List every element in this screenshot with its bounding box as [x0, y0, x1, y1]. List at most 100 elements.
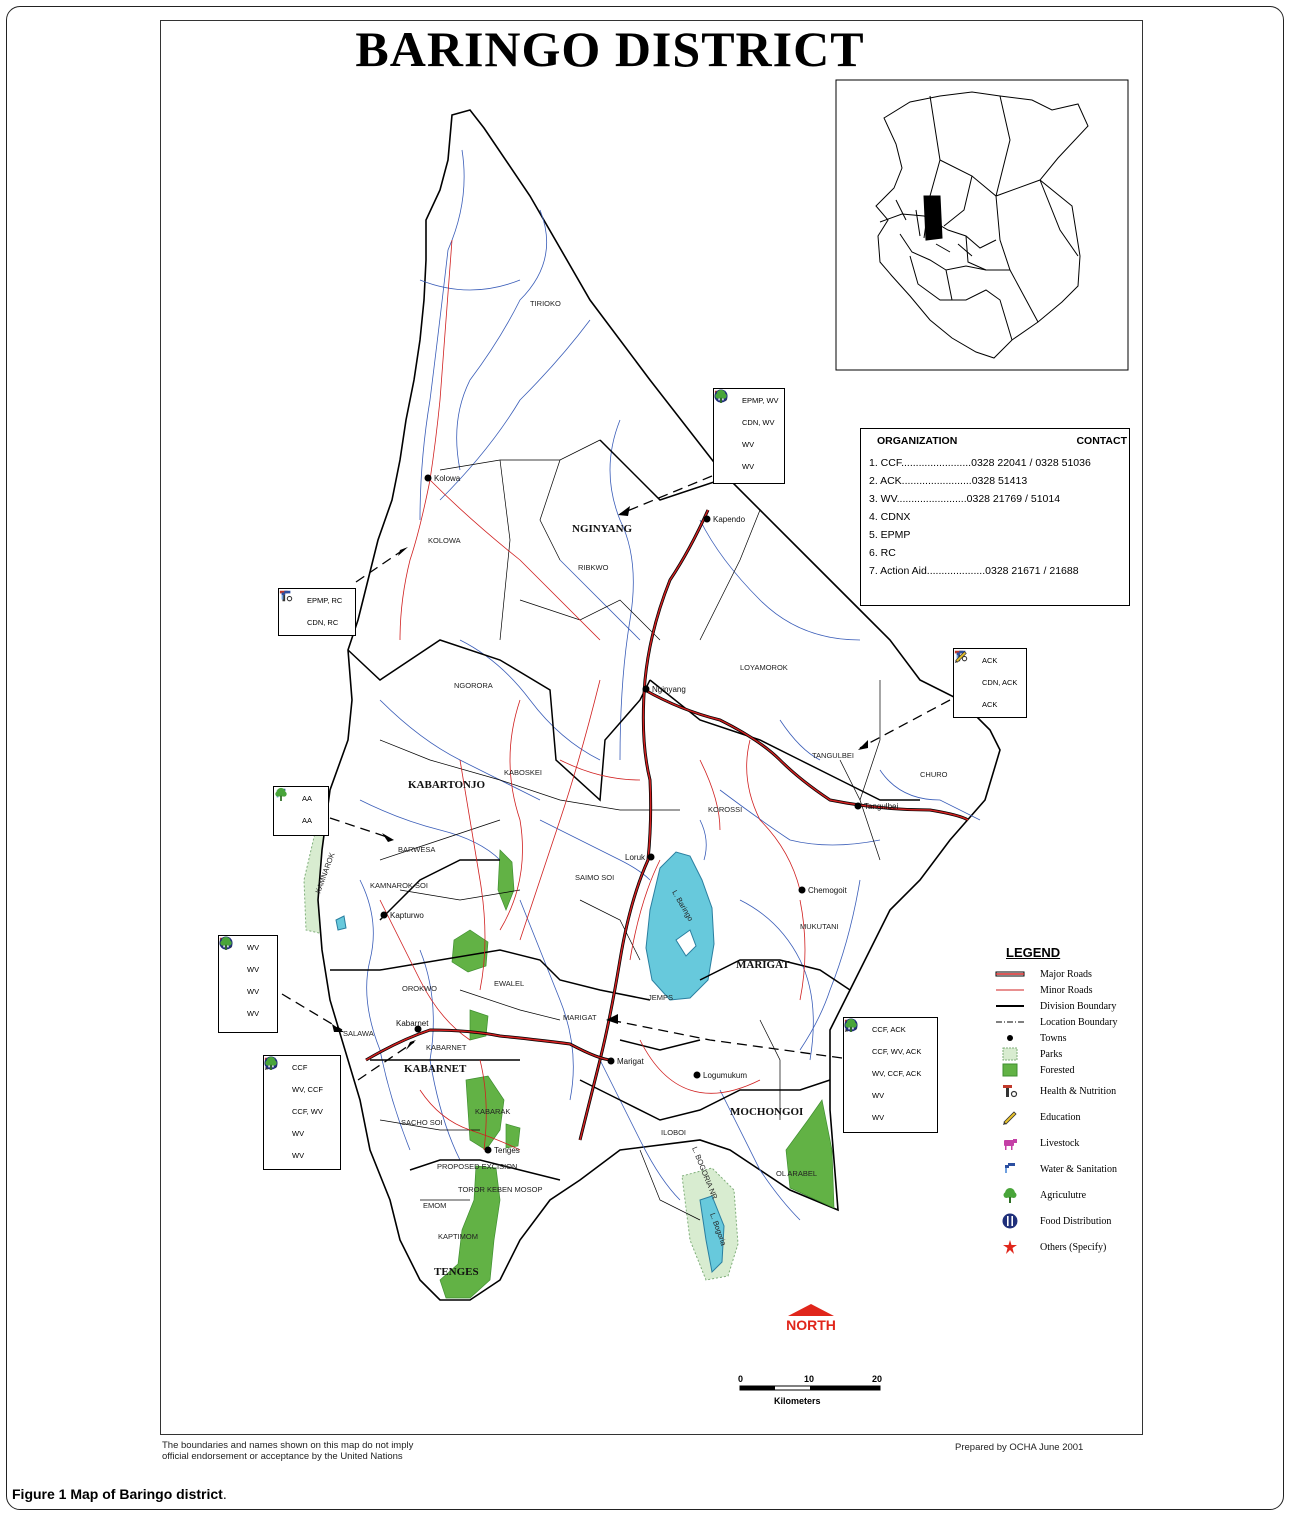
legend-label: Location Boundary	[1040, 1016, 1118, 1028]
legend-item: Education	[990, 1104, 1140, 1130]
location-label: KABARAK	[475, 1107, 510, 1116]
legend-item: Livestock	[990, 1130, 1140, 1156]
legend-label: Minor Roads	[1040, 984, 1093, 996]
water-sanitation-icon	[846, 1019, 864, 1080]
legend-item: Major Roads	[990, 966, 1140, 982]
location-label: MUKUTANI	[800, 922, 839, 931]
town-label: Tangulbei	[864, 802, 898, 811]
callout-label: ACK	[982, 699, 998, 709]
legend-label: Parks	[1040, 1048, 1063, 1060]
legend-item: Towns	[990, 1030, 1140, 1046]
livestock-icon	[1004, 1139, 1017, 1150]
town-label: Marigat	[617, 1057, 644, 1066]
town-label: Kapturwo	[390, 911, 424, 920]
town-marker	[693, 1071, 701, 1079]
callout-label: WV	[247, 986, 260, 996]
callout-label: WV	[872, 1112, 885, 1122]
kenya-inset-map	[875, 91, 1089, 359]
scale-unit: Kilometers	[774, 1396, 821, 1406]
legend-label: Education	[1040, 1111, 1081, 1123]
town-label: Loruk	[625, 853, 646, 862]
health-nutrition-icon	[844, 1019, 864, 1058]
callout-item: EPMP, RC	[279, 589, 355, 611]
scale-bar: 0 10 20 Kilometers	[730, 1370, 890, 1415]
callout-item: WV	[264, 1056, 340, 1144]
legend-label: Major Roads	[1040, 968, 1092, 980]
town-marker	[798, 886, 806, 894]
location-label: LOYAMOROK	[740, 663, 788, 672]
town-label: Kapendo	[713, 515, 746, 524]
callout-item: WV, CCF, ACK	[844, 1019, 937, 1084]
callout-item: WV	[264, 1056, 340, 1166]
town-label: Kolowa	[434, 474, 461, 483]
callout-label: AA	[302, 815, 313, 825]
legend-label: Towns	[1040, 1032, 1067, 1044]
water-sanitation-icon	[716, 390, 734, 429]
legend-label: Agriculutre	[1040, 1189, 1087, 1201]
callout-item: CDN, WV	[714, 390, 784, 433]
callout-label: CDN, RC	[307, 617, 339, 627]
callout-label: CCF, WV	[292, 1106, 323, 1116]
location-labels: TIRIOKO KOLOWA RIBKWO LOYAMOROK NGORORA …	[343, 299, 948, 1241]
location-boundaries	[379, 439, 881, 1221]
org-row: 7. Action Aid....................0328 21…	[869, 565, 1079, 577]
org-row: 4. CDNX	[869, 511, 911, 523]
lakes-layer	[335, 851, 725, 1274]
legend-symbol-major-road	[995, 971, 1025, 977]
others-icon	[1003, 1240, 1017, 1254]
location-label: SALAWA	[343, 1029, 374, 1038]
org-header: ORGANIZATION	[877, 435, 958, 447]
legend-symbol-division-boundary	[996, 1005, 1024, 1007]
contact-header: CONTACT	[1076, 435, 1127, 447]
location-label: JEMPS	[648, 993, 673, 1002]
towns-layer: Kolowa Kapendo Nginyang Tangulbei Loruk …	[380, 474, 898, 1155]
location-label: ILOBOI	[661, 1128, 686, 1137]
callout-label: CCF, ACK	[872, 1024, 906, 1034]
location-label: PROPOSED EXCISION	[437, 1162, 517, 1171]
org-row: 5. EPMP	[869, 529, 911, 541]
agriculture-icon	[845, 1018, 864, 1124]
callout-item: WV	[714, 389, 784, 455]
water-sanitation-icon	[1005, 1163, 1015, 1173]
location-label: TIRIOKO	[530, 299, 561, 308]
water-sanitation-icon	[221, 937, 239, 976]
division-label: KABARNET	[404, 1063, 467, 1075]
callout-item: WV	[219, 937, 277, 980]
location-label: SACHO SOI	[401, 1118, 443, 1127]
callout-label: CCF	[292, 1062, 308, 1072]
minor-roads	[379, 239, 806, 1151]
figure-frame	[6, 6, 1284, 1510]
scale-tick: 20	[872, 1374, 882, 1384]
legend-item: Forested	[990, 1062, 1140, 1078]
caption-text: Map of Baringo district	[70, 1486, 223, 1502]
water-sanitation-icon	[956, 650, 974, 689]
agriculture-icon	[715, 389, 734, 473]
location-label: TANGULBEI	[812, 751, 854, 760]
legend-label: Forested	[1040, 1064, 1075, 1076]
callout-label: EPMP, WV	[742, 395, 779, 405]
water-sanitation-icon	[266, 1057, 284, 1118]
callout-item: CDN, ACK	[954, 650, 1026, 693]
callout-label: CCF, WV, ACK	[872, 1046, 922, 1056]
callout-item: ACK	[954, 651, 1026, 715]
town-label: Tenges	[494, 1146, 520, 1155]
scale-tick: 10	[804, 1374, 814, 1384]
location-label: KAPTIMOM	[438, 1232, 478, 1241]
location-label: SAIMO SOI	[575, 873, 614, 882]
scale-tick: 0	[738, 1374, 743, 1384]
callout-label: WV	[247, 964, 260, 974]
agriculture-icon	[265, 1056, 284, 1162]
legend-item: Others (Specify)	[990, 1234, 1140, 1260]
org-row: 6. RC	[869, 547, 896, 559]
callout-item: WV	[714, 389, 784, 477]
division-label: KABARTONJO	[408, 779, 485, 791]
callout-item: WV	[219, 936, 277, 1024]
lake-baringo	[645, 851, 715, 1001]
callout-label: WV	[247, 1008, 260, 1018]
location-label: NGORORA	[454, 681, 493, 690]
division-label: MARIGAT	[736, 959, 790, 971]
callout-label: CDN, WV	[742, 417, 775, 427]
